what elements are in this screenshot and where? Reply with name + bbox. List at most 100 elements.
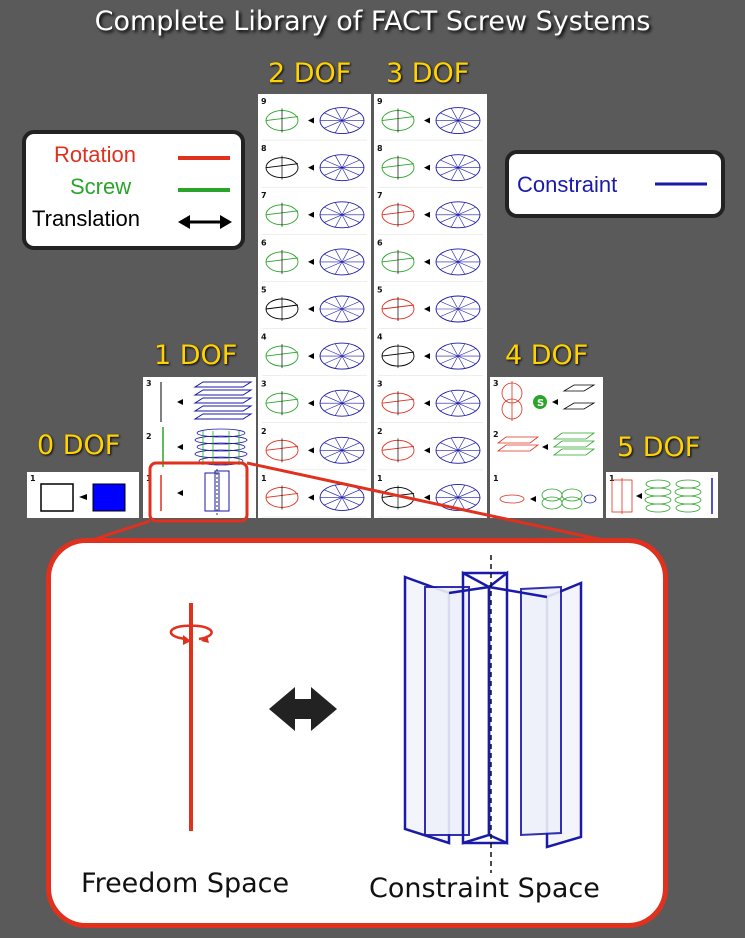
row-number: 2 xyxy=(261,427,267,436)
constraint-planes-icon xyxy=(403,570,583,849)
dof-5-label: 5 DOF xyxy=(617,432,701,463)
dof3-row-6: 6 xyxy=(377,238,483,282)
row-number: 1 xyxy=(261,474,267,483)
row-number: 3 xyxy=(377,380,383,389)
zoom-detail-panel: Freedom Space Constraint Space xyxy=(46,538,668,928)
dof1-row-2: 2 xyxy=(146,427,248,467)
arrow-icon xyxy=(424,258,430,265)
row-number: 7 xyxy=(377,191,383,200)
arrow-icon xyxy=(308,494,314,501)
dof3-row-7: 7 xyxy=(377,191,483,235)
arrow-icon xyxy=(424,306,430,312)
svg-text:2: 2 xyxy=(146,432,152,441)
arrow-icon xyxy=(424,353,430,360)
arrow-icon xyxy=(424,211,430,218)
dof3-row-5: 5 xyxy=(377,285,483,329)
svg-text:3: 3 xyxy=(493,379,499,388)
dof-1-panel: 3 2 xyxy=(143,377,256,518)
dof3-row-4: 4 xyxy=(377,333,483,376)
dof1-row-1: 1 xyxy=(146,469,230,515)
filled-square-icon xyxy=(92,483,126,512)
dof2-row-7: 7 xyxy=(261,191,367,235)
arrow-icon xyxy=(308,164,314,171)
legend-constraint-label: Constraint xyxy=(517,172,618,197)
arrow-icon xyxy=(308,353,314,360)
dof3-row-9: 9 xyxy=(377,97,483,141)
dof2-row-1: 1 xyxy=(261,474,367,518)
arrow-icon xyxy=(308,211,314,218)
dof4-row-2: 2 xyxy=(493,430,596,456)
dof2-row-3: 3 xyxy=(261,380,367,424)
row-number: 9 xyxy=(377,97,383,106)
screw-badge-icon xyxy=(533,395,547,409)
arrow-icon xyxy=(79,494,87,500)
row-number: 1 xyxy=(377,474,383,483)
row-number: 7 xyxy=(261,191,267,200)
dof2-row-2: 2 xyxy=(261,427,367,471)
dof-0-panel: 1 xyxy=(27,472,139,518)
constraint-space-caption: Constraint Space xyxy=(369,873,600,904)
dof-0-label: 0 DOF xyxy=(37,430,121,461)
svg-text:2: 2 xyxy=(493,430,499,439)
dof2-row-6: 6 xyxy=(261,238,367,282)
constraint-legend: Constraint xyxy=(505,150,725,218)
dof2-row-4: 4 xyxy=(261,333,367,376)
dof3-row-8: 8 xyxy=(377,144,483,188)
dof4-row-1: 1 xyxy=(493,474,597,510)
legend-translation-label: Translation xyxy=(32,206,141,231)
dof2-row-5: 5 xyxy=(261,285,367,329)
dof-3-label: 3 DOF xyxy=(386,58,470,89)
dof2-row-9: 9 xyxy=(261,97,367,141)
arrow-icon xyxy=(308,447,314,454)
svg-text:1: 1 xyxy=(146,474,152,483)
arrow-icon xyxy=(424,117,430,124)
row-number: 8 xyxy=(377,144,383,153)
legend-screw-label: Screw xyxy=(70,174,132,199)
constraint-line-icon xyxy=(655,182,707,186)
arrow-icon xyxy=(424,447,430,454)
zoom-illustration xyxy=(169,555,583,873)
empty-square-icon xyxy=(40,483,74,512)
row-number: 6 xyxy=(261,238,267,247)
row-number: 8 xyxy=(261,144,267,153)
arrow-icon xyxy=(424,494,430,501)
row-number: 9 xyxy=(261,97,267,106)
dof3-row-1: 1 xyxy=(377,474,483,518)
legend-rotation-label: Rotation xyxy=(54,142,136,167)
dof4-row-3: 3 S xyxy=(493,379,596,421)
dof3-row-2: 2 xyxy=(377,427,483,471)
row-number: 4 xyxy=(261,333,267,342)
dof-4-panel: 3 S 2 xyxy=(490,377,603,518)
arrow-icon xyxy=(308,258,314,265)
row-number: 1 xyxy=(30,474,36,483)
row-number: 2 xyxy=(377,427,383,436)
freedom-space-caption: Freedom Space xyxy=(81,868,290,899)
duality-arrow-icon xyxy=(269,687,337,731)
dof3-row-3: 3 xyxy=(377,380,483,424)
screw-badge-label: S xyxy=(537,398,544,409)
double-arrow-icon xyxy=(178,215,232,229)
svg-text:1: 1 xyxy=(493,474,499,483)
row-number: 5 xyxy=(261,285,267,294)
arrow-icon xyxy=(424,400,430,407)
arrow-icon xyxy=(308,117,314,124)
row-number: 5 xyxy=(377,285,383,294)
row-number: 6 xyxy=(377,238,383,247)
motion-legend: Rotation Screw Translation xyxy=(22,130,245,250)
page-title: Complete Library of FACT Screw Systems xyxy=(94,6,651,37)
dof-3-panel: 9 8 7 6 5 4 3 2 1 xyxy=(374,94,487,518)
dof-4-label: 4 DOF xyxy=(505,340,589,371)
arrow-icon xyxy=(424,164,430,171)
dof-1-label: 1 DOF xyxy=(154,340,238,371)
legend-symbols xyxy=(178,156,232,229)
row-number: 3 xyxy=(261,380,267,389)
svg-text:3: 3 xyxy=(146,379,152,388)
dof-5-panel: 1 xyxy=(606,472,718,518)
arrow-icon xyxy=(308,400,314,407)
dof1-row-3: 3 xyxy=(146,379,253,422)
dof-2-label: 2 DOF xyxy=(268,58,352,89)
arrow-icon xyxy=(308,306,314,312)
row-number: 4 xyxy=(377,333,383,342)
dof-2-panel: 9 8 7 6 5 4 3 2 1 xyxy=(258,94,371,518)
rotation-axis-icon xyxy=(169,603,213,831)
